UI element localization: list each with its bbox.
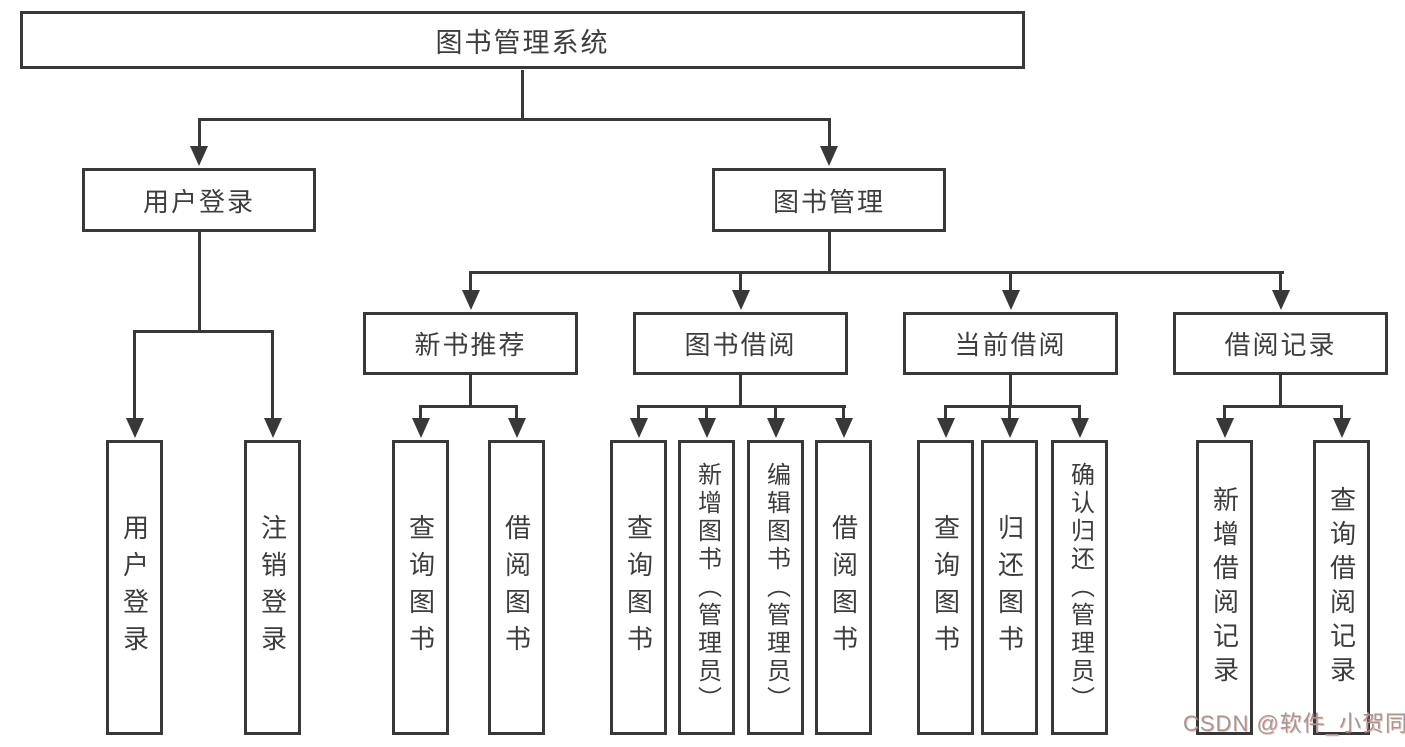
- watermark: CSDN @软件_小贺同学: [1183, 711, 1405, 736]
- leaf-add-books-admin-label: 新增图书（管理员）: [693, 461, 721, 714]
- leaf-confirm-return-admin: 确认归还（管理员）: [1051, 440, 1108, 735]
- arrowhead-icon: [507, 418, 526, 438]
- arrowhead-icon: [766, 418, 785, 438]
- arrowhead-icon: [1271, 290, 1290, 310]
- arrowhead-icon: [1332, 418, 1351, 438]
- leaf-query-books-borrowing: 查询图书: [610, 440, 667, 735]
- leaf-query-books-current: 查询图书: [917, 440, 974, 735]
- connector-line: [1279, 271, 1282, 290]
- connector-line: [520, 70, 524, 118]
- connector-line: [419, 405, 518, 408]
- connector-line: [1009, 375, 1012, 407]
- connector-line: [1340, 405, 1343, 419]
- arrowhead-icon: [411, 418, 430, 438]
- leaf-user-login: 用户登录: [106, 440, 163, 735]
- node-book-management: 图书管理: [712, 168, 946, 232]
- arrowhead-icon: [936, 418, 955, 438]
- leaf-borrow-books-borrowing-label: 借阅图书: [828, 513, 859, 662]
- arrowhead-icon: [1070, 418, 1089, 438]
- connector-line: [1078, 405, 1081, 419]
- connector-line: [1009, 271, 1012, 290]
- leaf-user-login-label: 用户登录: [119, 513, 150, 662]
- connector-line: [1008, 405, 1011, 419]
- leaf-borrow-books-recommend: 借阅图书: [488, 440, 545, 735]
- leaf-query-books-borrowing-label: 查询图书: [623, 513, 654, 662]
- connector-line: [469, 271, 472, 290]
- arrowhead-icon: [461, 290, 480, 310]
- connector-line: [198, 118, 831, 121]
- leaf-query-books-recommend: 查询图书: [392, 440, 449, 735]
- connector-line: [705, 405, 708, 419]
- connector-line: [197, 232, 201, 332]
- leaf-edit-books-admin-label: 编辑图书（管理员）: [762, 461, 790, 714]
- connector-line: [271, 330, 274, 418]
- connector-line: [515, 405, 518, 419]
- connector-line: [637, 405, 640, 419]
- connector-line: [197, 118, 201, 146]
- connector-line: [637, 405, 846, 408]
- connector-line: [1223, 405, 1226, 419]
- leaf-add-borrow-record-label: 新增借阅记录: [1209, 485, 1240, 690]
- connector-line: [419, 405, 422, 419]
- arrowhead-icon: [629, 418, 648, 438]
- arrowhead-icon: [1215, 418, 1234, 438]
- connector-line: [1279, 375, 1282, 407]
- connector-line: [469, 271, 1284, 274]
- leaf-confirm-return-admin-label: 确认归还（管理员）: [1066, 461, 1094, 714]
- leaf-add-books-admin: 新增图书（管理员）: [678, 440, 735, 735]
- connector-line: [827, 232, 831, 273]
- leaf-add-borrow-record: 新增借阅记录: [1196, 440, 1253, 735]
- arrowhead-icon: [834, 418, 853, 438]
- connector-line: [469, 375, 472, 407]
- leaf-edit-books-admin: 编辑图书（管理员）: [747, 440, 804, 735]
- leaf-query-books-recommend-label: 查询图书: [405, 513, 436, 662]
- connector-line: [1223, 405, 1343, 408]
- connector-line: [842, 405, 845, 419]
- connector-line: [133, 330, 274, 333]
- connector-line: [774, 405, 777, 419]
- node-borrowing-records: 借阅记录: [1173, 312, 1388, 375]
- leaf-return-books: 归还图书: [981, 440, 1038, 735]
- node-book-borrowing: 图书借阅: [633, 312, 848, 375]
- leaf-borrow-books-borrowing: 借阅图书: [815, 440, 872, 735]
- connector-line: [944, 405, 947, 419]
- node-current-borrowing: 当前借阅: [903, 312, 1118, 375]
- connector-line: [739, 271, 742, 290]
- arrowhead-icon: [1000, 418, 1019, 438]
- leaf-query-borrow-record-label: 查询借阅记录: [1326, 485, 1357, 690]
- arrowhead-icon: [190, 146, 208, 166]
- connector-line: [133, 330, 136, 418]
- arrowhead-icon: [820, 146, 838, 166]
- arrowhead-icon: [125, 418, 144, 438]
- arrowhead-icon: [697, 418, 716, 438]
- leaf-logout: 注销登录: [244, 440, 301, 735]
- arrowhead-icon: [1001, 290, 1020, 310]
- node-new-book-recommend: 新书推荐: [363, 312, 578, 375]
- connector-line: [827, 118, 831, 146]
- leaf-query-books-current-label: 查询图书: [930, 513, 961, 662]
- node-library-management-system: 图书管理系统: [20, 11, 1025, 69]
- leaf-borrow-books-recommend-label: 借阅图书: [501, 513, 532, 662]
- leaf-logout-label: 注销登录: [257, 513, 288, 662]
- arrowhead-icon: [263, 418, 282, 438]
- leaf-return-books-label: 归还图书: [994, 513, 1025, 662]
- arrowhead-icon: [731, 290, 750, 310]
- connector-line: [944, 405, 1081, 408]
- connector-line: [739, 375, 742, 407]
- node-user-login: 用户登录: [82, 168, 316, 232]
- leaf-query-borrow-record: 查询借阅记录: [1313, 440, 1370, 735]
